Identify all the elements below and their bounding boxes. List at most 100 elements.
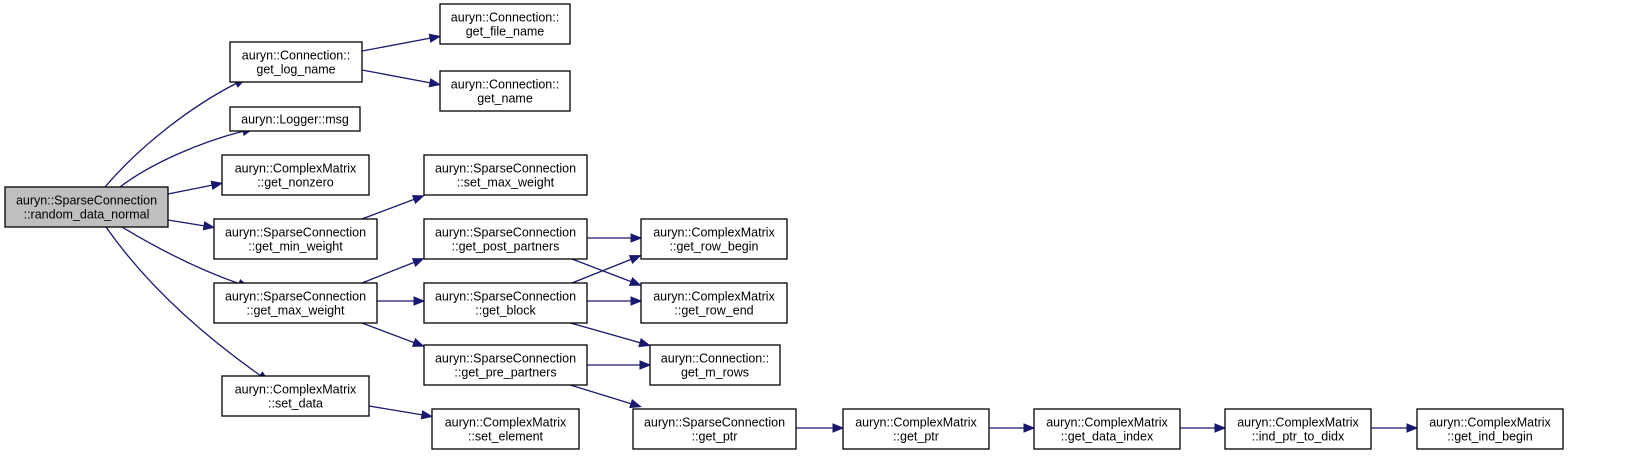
arrowhead-icon — [413, 296, 426, 306]
node-get-block[interactable]: auryn::SparseConnection::get_block — [423, 282, 588, 324]
node-label-line: ::get_ptr — [692, 430, 738, 444]
node-box — [640, 282, 788, 324]
node-label-line: ::get_row_begin — [670, 240, 759, 254]
node-msg[interactable]: auryn::Logger::msg — [229, 106, 361, 132]
node-set-max-weight[interactable]: auryn::SparseConnection::set_max_weight — [423, 154, 588, 196]
node-label-line: auryn::ComplexMatrix — [1046, 416, 1168, 430]
node-root[interactable]: auryn::SparseConnection::random_data_nor… — [4, 186, 169, 228]
node-box — [423, 218, 588, 260]
node-get-data-index[interactable]: auryn::ComplexMatrix::get_data_index — [1033, 408, 1181, 450]
edge-get_min_weight-to-set_max_weight — [361, 195, 425, 220]
node-label-line: ::get_nonzero — [257, 176, 333, 190]
arrowhead-icon — [639, 360, 652, 370]
call-graph-nodes: auryn::SparseConnection::random_data_nor… — [4, 3, 1564, 450]
node-label-line: ::ind_ptr_to_didx — [1252, 430, 1345, 444]
node-box — [213, 218, 378, 260]
node-box — [632, 408, 797, 450]
arrowhead-icon — [1023, 423, 1036, 433]
edge-get_block-to-get_row_begin — [571, 255, 642, 284]
node-set-data[interactable]: auryn::ComplexMatrix::set_data — [221, 375, 370, 417]
node-get-max-weight[interactable]: auryn::SparseConnection::get_max_weight — [213, 282, 378, 324]
edge-line — [566, 383, 633, 405]
node-get-ind-begin[interactable]: auryn::ComplexMatrix::get_ind_begin — [1416, 408, 1564, 450]
edge-get_max_weight-to-get_post_partners — [361, 258, 425, 284]
node-get-post-partners[interactable]: auryn::SparseConnection::get_post_partne… — [423, 218, 588, 260]
edge-get_post_partners-to-get_row_end — [571, 258, 642, 286]
node-get-file-name[interactable]: auryn::Connection::get_file_name — [439, 3, 571, 45]
node-get-row-begin[interactable]: auryn::ComplexMatrix::get_row_begin — [640, 218, 788, 260]
node-label-line: auryn::Connection:: — [451, 11, 559, 25]
arrowhead-icon — [210, 180, 224, 190]
edge-line — [361, 198, 416, 220]
edge-line — [368, 405, 424, 416]
node-get-m-rows[interactable]: auryn::Connection::get_m_rows — [649, 344, 781, 386]
node-box — [423, 344, 588, 386]
arrowhead-icon — [628, 255, 642, 264]
node-box — [229, 106, 361, 132]
edge-get_block-to-get_row_end — [587, 296, 643, 306]
node-box — [1416, 408, 1564, 450]
node-box — [439, 3, 571, 45]
arrowhead-icon — [411, 258, 425, 267]
node-label-line: auryn::Connection:: — [242, 49, 350, 63]
node-box — [1224, 408, 1372, 450]
arrowhead-icon — [628, 277, 642, 286]
edge-line — [361, 37, 432, 52]
node-get-log-name[interactable]: auryn::Connection::get_log_name — [229, 41, 363, 83]
node-get-min-weight[interactable]: auryn::SparseConnection::get_min_weight — [213, 218, 378, 260]
arrowhead-icon — [411, 195, 425, 204]
node-get-name[interactable]: auryn::Connection::get_name — [439, 70, 571, 112]
node-label-line: ::get_max_weight — [247, 304, 346, 318]
node-label-line: auryn::SparseConnection — [644, 416, 785, 430]
edge-root-to-get_nonzero — [167, 180, 224, 195]
edge-line — [104, 82, 238, 188]
arrowhead-icon — [630, 233, 643, 243]
arrowhead-icon — [1214, 423, 1227, 433]
arrowhead-icon — [1406, 423, 1419, 433]
node-label-line: ::get_ptr — [893, 430, 939, 444]
edge-get_log_name-to-get_file_name — [361, 33, 442, 52]
edge-get_post_partners-to-get_row_begin — [587, 233, 643, 243]
edge-root-to-get_min_weight — [167, 219, 216, 231]
node-label-line: ::get_ind_begin — [1447, 430, 1533, 444]
node-label-line: get_file_name — [466, 25, 545, 39]
node-label-line: auryn::ComplexMatrix — [235, 162, 357, 176]
node-label-line: auryn::SparseConnection — [16, 194, 157, 208]
call-graph-edges — [104, 33, 1419, 433]
arrowhead-icon — [428, 78, 442, 88]
node-label-line: auryn::SparseConnection — [435, 162, 576, 176]
edge-line — [361, 261, 416, 284]
node-label-line: ::set_data — [268, 397, 323, 411]
arrowhead-icon — [832, 423, 845, 433]
node-label-line: ::get_pre_partners — [454, 366, 556, 380]
edge-sc_get_ptr-to-cm_get_ptr — [796, 423, 845, 433]
edge-line — [361, 322, 416, 344]
node-box — [213, 282, 378, 324]
node-box — [221, 375, 370, 417]
node-get-pre-partners[interactable]: auryn::SparseConnection::get_pre_partner… — [423, 344, 588, 386]
edge-line — [571, 258, 633, 284]
node-ind-ptr-to-didx[interactable]: auryn::ComplexMatrix::ind_ptr_to_didx — [1224, 408, 1372, 450]
node-get-row-end[interactable]: auryn::ComplexMatrix::get_row_end — [640, 282, 788, 324]
node-get-nonzero[interactable]: auryn::ComplexMatrix::get_nonzero — [221, 154, 370, 196]
edge-line — [361, 69, 432, 84]
node-label-line: ::random_data_normal — [24, 208, 150, 222]
node-label-line: auryn::ComplexMatrix — [235, 383, 357, 397]
node-set-element[interactable]: auryn::ComplexMatrix::set_element — [431, 408, 580, 450]
node-label-line: ::get_min_weight — [248, 240, 343, 254]
node-label-line: auryn::Connection:: — [451, 78, 559, 92]
edge-cm_get_ptr-to-get_data_index — [989, 423, 1036, 433]
edge-line — [105, 226, 262, 377]
node-sc-get-ptr[interactable]: auryn::SparseConnection::get_ptr — [632, 408, 797, 450]
node-box — [649, 344, 781, 386]
node-cm-get-ptr[interactable]: auryn::ComplexMatrix::get_ptr — [842, 408, 990, 450]
arrowhead-icon — [411, 338, 425, 347]
edge-ind_ptr_to_didx-to-get_ind_begin — [1371, 423, 1419, 433]
arrowhead-icon — [630, 296, 643, 306]
node-label-line: get_m_rows — [681, 366, 749, 380]
edge-get_max_weight-to-get_block — [377, 296, 426, 306]
node-label-line: ::get_data_index — [1061, 430, 1154, 444]
arrowhead-icon — [638, 338, 651, 348]
node-label-line: ::get_row_end — [674, 304, 753, 318]
